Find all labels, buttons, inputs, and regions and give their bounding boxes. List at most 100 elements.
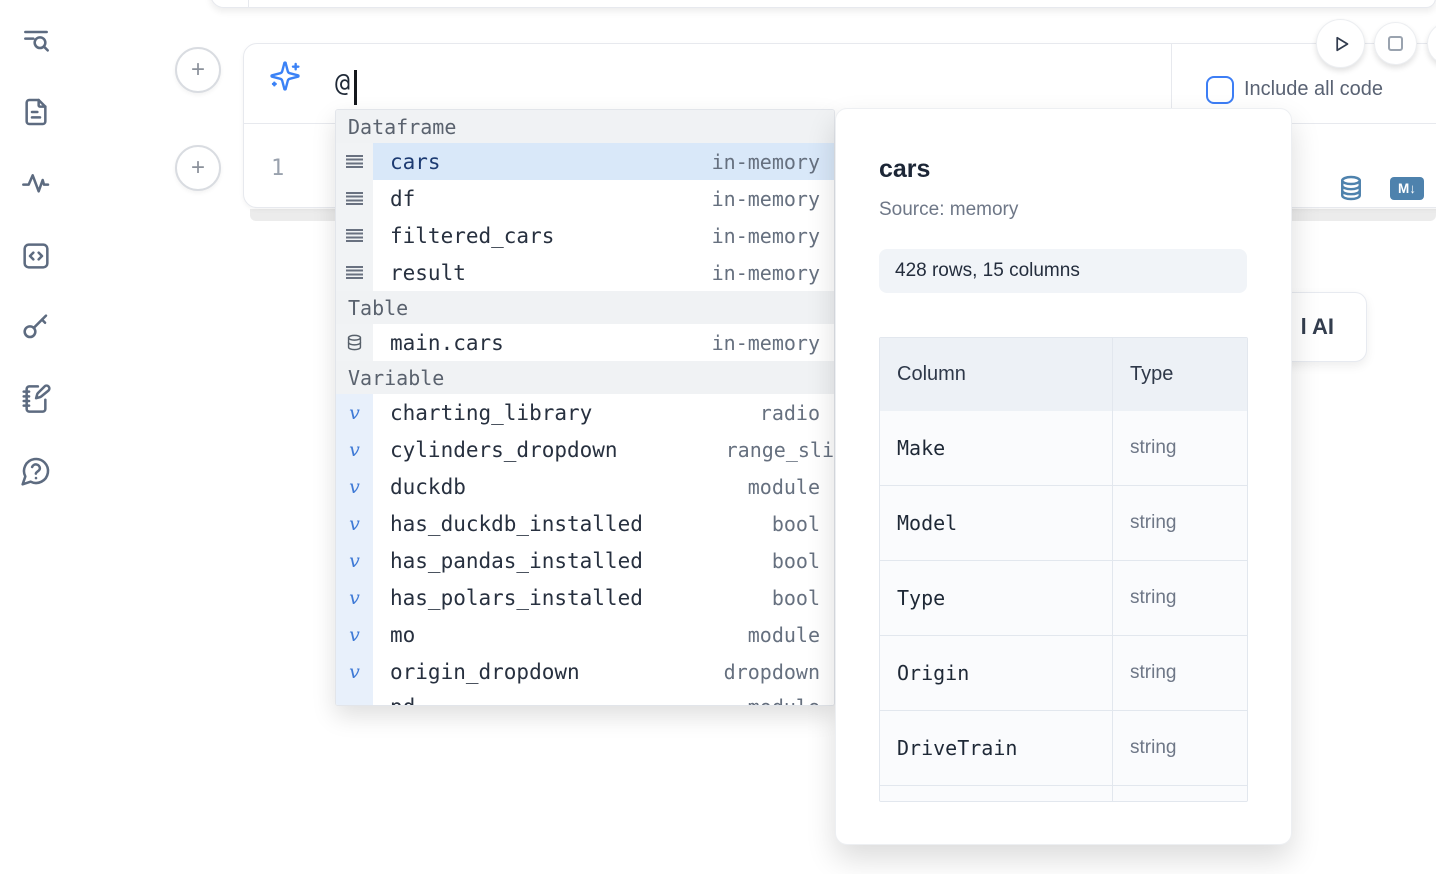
item-name: has_polars_installed: [390, 585, 643, 610]
item-type: module: [748, 695, 834, 705]
column-type: string: [1130, 512, 1177, 533]
help-chat-icon[interactable]: [20, 455, 52, 487]
table-icon: [336, 324, 373, 361]
markdown-export-icon[interactable]: M↓: [1390, 177, 1424, 200]
item-name: cars: [390, 149, 441, 174]
autocomplete-item-main.cars[interactable]: main.cars in-memory: [336, 324, 834, 361]
dataframe-icon: [336, 180, 373, 217]
variable-icon: v: [336, 431, 373, 468]
add-cell-above-button[interactable]: +: [175, 47, 221, 93]
item-type: in-memory: [711, 149, 820, 174]
dataframe-icon: [336, 217, 373, 254]
schema-table-header: Column Type: [880, 338, 1247, 411]
item-name: result: [390, 260, 466, 285]
variable-icon: v: [336, 616, 373, 653]
autocomplete-item-cylinders_dropdown[interactable]: v cylinders_dropdown range_sli: [336, 431, 834, 468]
stop-button[interactable]: [1374, 22, 1417, 65]
autocomplete-item-has_duckdb_installed[interactable]: v has_duckdb_installed bool: [336, 505, 834, 542]
dataframe-icon: [336, 143, 373, 180]
column-name: Type: [897, 586, 946, 610]
activity-icon[interactable]: [20, 168, 52, 200]
item-type: module: [747, 474, 820, 499]
autocomplete-popup: Dataframe cars in-memory df in-memory filtere…: [335, 109, 835, 706]
item-name: cylinders_dropdown: [390, 437, 618, 462]
item-type: range_sli: [725, 437, 834, 462]
ai-prompt-input[interactable]: @: [335, 68, 351, 97]
notebook-pen-icon[interactable]: [20, 383, 52, 415]
schema-row: Type string: [880, 560, 1247, 635]
line-number: 1: [271, 156, 285, 181]
autocomplete-item-cars[interactable]: cars in-memory: [336, 143, 834, 180]
autocomplete-section-header: Table: [336, 291, 834, 324]
code-box-icon[interactable]: [20, 240, 52, 272]
item-type: bool: [771, 585, 820, 610]
autocomplete-item-has_polars_installed[interactable]: v has_polars_installed bool: [336, 579, 834, 616]
schema-row-partial: [880, 785, 1247, 801]
file-document-icon[interactable]: [20, 96, 52, 128]
item-type: in-memory: [711, 186, 820, 211]
autocomplete-item-df[interactable]: df in-memory: [336, 180, 834, 217]
item-name: pd: [390, 695, 415, 705]
item-name: df: [390, 186, 416, 211]
schema-row: Origin string: [880, 635, 1247, 710]
column-type: string: [1130, 437, 1177, 458]
preview-title: cars: [879, 155, 931, 183]
column-header: Column: [880, 338, 1113, 411]
item-name: origin_dropdown: [390, 659, 580, 684]
item-name: duckdb: [390, 474, 466, 499]
item-type: dropdown: [723, 659, 820, 684]
previous-cell-edge: [210, 0, 1436, 8]
column-name: Origin: [897, 661, 970, 685]
column-name: DriveTrain: [897, 736, 1018, 760]
play-icon: [1335, 36, 1348, 51]
stop-icon: [1388, 36, 1403, 51]
item-name: main.cars: [390, 330, 504, 355]
variable-icon: v: [336, 468, 373, 505]
item-name: charting_library: [390, 400, 593, 425]
item-type: bool: [771, 548, 820, 573]
key-icon[interactable]: [20, 311, 52, 343]
list-search-icon[interactable]: [20, 24, 52, 56]
autocomplete-item-has_pandas_installed[interactable]: v has_pandas_installed bool: [336, 542, 834, 579]
variable-icon: v: [336, 505, 373, 542]
item-name: has_duckdb_installed: [390, 511, 643, 536]
item-name: has_pandas_installed: [390, 548, 643, 573]
run-cell-button[interactable]: [1316, 19, 1365, 68]
schema-row: Model string: [880, 485, 1247, 560]
dataframe-preview-panel: cars Source: memory 428 rows, 15 columns…: [835, 108, 1292, 845]
column-type: string: [1130, 587, 1177, 608]
item-type: module: [747, 622, 820, 647]
item-name: filtered_cars: [390, 223, 555, 248]
variable-icon: v: [336, 542, 373, 579]
autocomplete-section-header: Dataframe: [336, 110, 834, 143]
column-name: Make: [897, 436, 946, 460]
dataframe-icon: [336, 254, 373, 291]
item-type: bool: [771, 511, 820, 536]
column-name: Model: [897, 511, 958, 535]
column-type: string: [1130, 662, 1177, 683]
variable-icon: v: [336, 579, 373, 616]
item-type: in-memory: [711, 330, 820, 355]
autocomplete-item-origin_dropdown[interactable]: v origin_dropdown dropdown: [336, 653, 834, 690]
database-icon[interactable]: [1337, 174, 1365, 202]
variable-icon: v: [336, 653, 373, 690]
column-type: string: [1130, 737, 1177, 758]
item-type: radio: [759, 400, 820, 425]
add-cell-below-button[interactable]: +: [175, 145, 221, 191]
include-all-code-checkbox[interactable]: [1206, 76, 1234, 104]
variable-icon: v: [336, 690, 373, 705]
ai-sparkles-icon: [269, 60, 301, 92]
variable-icon: v: [336, 394, 373, 431]
schema-row: Make string: [880, 411, 1247, 485]
item-name: mo: [390, 622, 416, 647]
text-cursor: [354, 70, 357, 105]
autocomplete-item-charting_library[interactable]: v charting_library radio: [336, 394, 834, 431]
type-header: Type: [1130, 363, 1174, 385]
autocomplete-item-pd[interactable]: v pd module: [336, 690, 834, 705]
schema-row: DriveTrain string: [880, 710, 1247, 785]
